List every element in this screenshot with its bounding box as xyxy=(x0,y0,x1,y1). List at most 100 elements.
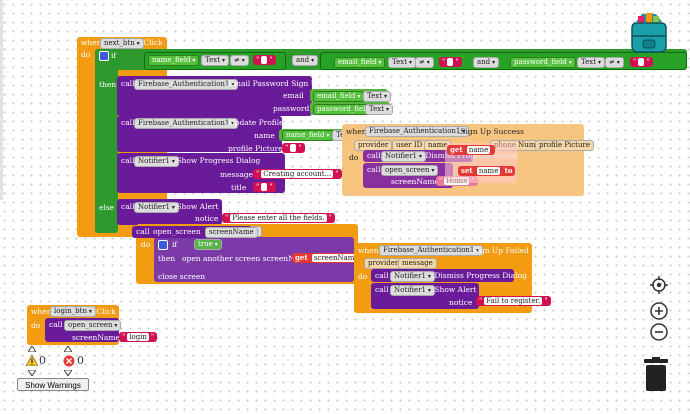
arrow-down-icon[interactable] xyxy=(64,370,72,376)
notifier-component-dropdown[interactable]: Notifier1 xyxy=(390,271,435,282)
empty-string[interactable]: " " xyxy=(630,57,653,67)
call-label: call xyxy=(121,79,135,88)
else-label: else xyxy=(99,203,115,212)
event-name: .Sign Up Success xyxy=(458,127,524,136)
empty-string[interactable]: " " xyxy=(253,182,276,192)
neq-operator[interactable]: ≠ xyxy=(605,57,624,68)
and-operator[interactable]: and xyxy=(292,55,319,66)
arrow-down-icon[interactable] xyxy=(28,370,36,376)
open-another-screen-call[interactable]: open another screen screenName xyxy=(182,254,311,263)
arrow-up-icon[interactable] xyxy=(28,346,36,352)
name-param-label: name xyxy=(254,131,275,140)
error-icon xyxy=(63,355,75,367)
open-screen-name: open_screen xyxy=(153,227,201,236)
screenname-param-label: screenName xyxy=(391,177,439,186)
creating-account-string[interactable]: "Creating account..." xyxy=(253,169,342,179)
call-label: call xyxy=(367,165,381,174)
firebase-component-dropdown[interactable]: Firebase_Authentication1 xyxy=(379,245,484,256)
screenname-label: screenName xyxy=(205,227,258,238)
param-provider[interactable]: provider xyxy=(364,258,403,269)
param-profile-picture[interactable]: profile Picture xyxy=(535,140,594,151)
notifier-component-dropdown[interactable]: Notifier1 xyxy=(390,285,435,296)
notifier-component-dropdown[interactable]: Notifier1 xyxy=(134,156,179,167)
empty-string[interactable]: " " xyxy=(253,55,276,65)
open-screen-dropdown[interactable]: open_screen xyxy=(64,320,122,331)
then-label: then xyxy=(99,80,117,89)
password-field-getter[interactable]: password_field xyxy=(510,57,576,68)
call-label: call xyxy=(367,151,381,160)
firebase-component-dropdown[interactable]: Firebase_Authentication1 xyxy=(134,118,239,129)
open-screen-dropdown[interactable]: open_screen xyxy=(381,165,439,176)
screenname-param-label: screenName xyxy=(72,333,120,342)
workspace-left-border xyxy=(0,0,3,200)
text-property-dropdown[interactable]: Text xyxy=(365,104,393,115)
call-label: call xyxy=(375,285,389,294)
zoom-in-icon[interactable] xyxy=(650,302,668,320)
do-label: do xyxy=(141,240,151,249)
backpack-icon[interactable] xyxy=(626,10,672,56)
call-label: call xyxy=(121,118,135,127)
empty-string[interactable]: " " xyxy=(439,57,462,67)
when-label: when xyxy=(358,246,379,255)
get-screenname[interactable]: get screenName xyxy=(292,253,366,263)
when-label: when xyxy=(31,307,52,316)
message-param-label: message xyxy=(220,170,253,179)
text-property-dropdown[interactable]: Text xyxy=(363,91,391,102)
enter-all-fields-string[interactable]: "Please enter all the fields." xyxy=(222,213,335,223)
component-dropdown[interactable]: next_btn xyxy=(100,38,144,49)
email-param-label: email xyxy=(283,91,304,100)
param-message[interactable]: message xyxy=(398,258,437,269)
method-name: .Show Alert xyxy=(432,285,477,294)
trash-icon[interactable] xyxy=(643,357,669,391)
text-property-dropdown[interactable]: Text xyxy=(201,55,229,66)
name-field-getter[interactable]: name_field xyxy=(148,55,200,66)
email-field-getter[interactable]: email_field xyxy=(313,91,365,102)
do-label: do xyxy=(358,272,368,281)
notifier-component-dropdown[interactable]: Notifier1 xyxy=(381,151,426,162)
method-name: .Show Progress Dialog xyxy=(174,156,261,165)
call-label: call xyxy=(121,156,135,165)
call-label: call xyxy=(136,227,150,236)
text-property-dropdown[interactable]: Text xyxy=(577,57,605,68)
method-name: .Dismiss Progress Dialog xyxy=(432,271,527,280)
firebase-component-dropdown[interactable]: Firebase_Authentication1 xyxy=(365,126,470,137)
title-param-label: title xyxy=(231,183,247,192)
email-field-getter[interactable]: email_field xyxy=(334,57,386,68)
event-name: .Click xyxy=(94,307,116,316)
neq-operator[interactable]: ≠ xyxy=(230,55,249,66)
notifier-component-dropdown[interactable]: Notifier1 xyxy=(134,202,179,213)
login-string[interactable]: "login" xyxy=(119,332,158,342)
warning-count: 0 xyxy=(39,354,46,367)
firebase-component-dropdown[interactable]: Firebase_Authentication1 xyxy=(134,79,239,90)
method-name: .Show Alert xyxy=(174,202,219,211)
do-label: do xyxy=(81,50,91,59)
warning-icon xyxy=(26,355,38,366)
mutator-gear-icon[interactable] xyxy=(158,240,168,250)
empty-string[interactable]: " " xyxy=(282,143,305,153)
event-name: .Sign Up Failed xyxy=(470,246,529,255)
and-operator[interactable]: and xyxy=(473,57,500,68)
close-screen-call[interactable]: close screen xyxy=(158,272,206,281)
mutator-gear-icon[interactable] xyxy=(99,51,109,61)
call-label: call xyxy=(121,202,135,211)
zoom-out-icon[interactable] xyxy=(650,323,668,341)
event-name: .Click xyxy=(141,38,163,47)
fail-to-register-string[interactable]: "Fail to register." xyxy=(476,296,551,306)
show-warnings-button[interactable]: Show Warnings xyxy=(17,378,89,391)
when-label: when xyxy=(81,38,102,47)
component-dropdown[interactable]: login_btn xyxy=(50,306,96,317)
notice-param-label: notice xyxy=(195,214,219,223)
target-icon[interactable] xyxy=(650,276,668,294)
text-property-dropdown[interactable]: Text xyxy=(388,57,416,68)
if-else-block[interactable] xyxy=(95,49,118,233)
name-field-getter[interactable]: name_field xyxy=(282,130,334,141)
get-name[interactable]: get name xyxy=(447,145,496,155)
true-value[interactable]: true xyxy=(194,239,222,250)
password-param-label: password xyxy=(273,104,310,113)
notice-param-label: notice xyxy=(449,298,473,307)
set-name-to[interactable]: set name to xyxy=(458,166,516,176)
arrow-up-icon[interactable] xyxy=(64,346,72,352)
neq-operator[interactable]: ≠ xyxy=(415,57,434,68)
call-label: call xyxy=(49,320,63,329)
